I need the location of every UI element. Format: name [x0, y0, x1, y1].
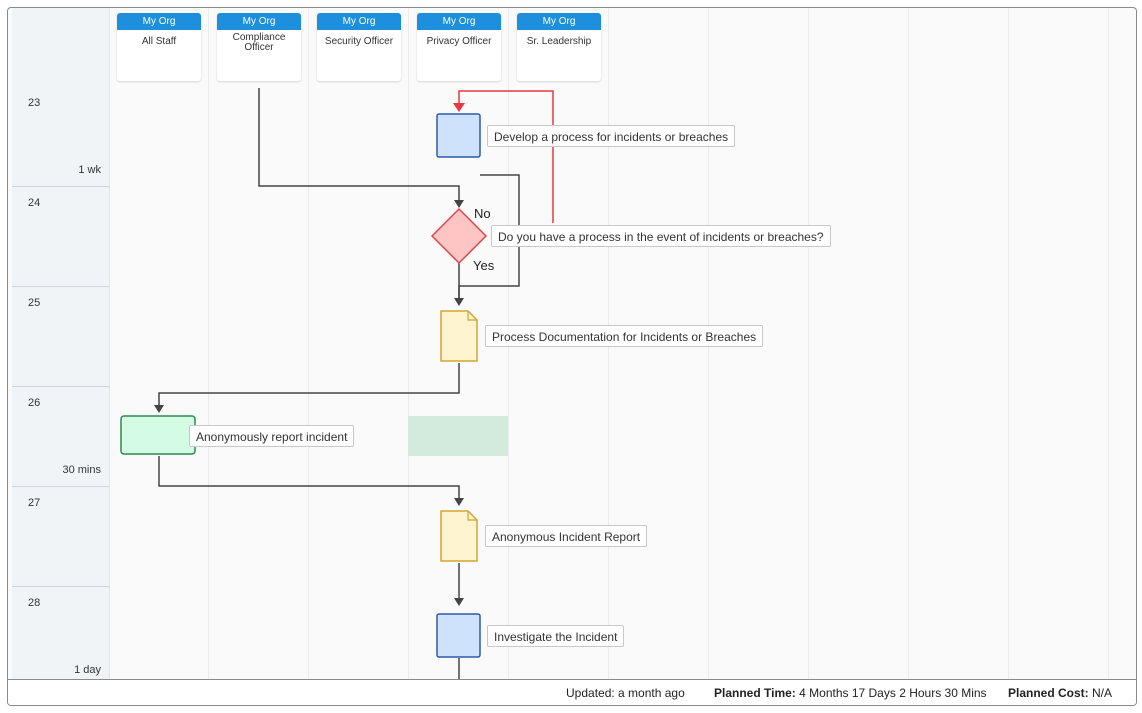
step-number: 24: [28, 197, 41, 209]
connector-no-loop: [458, 90, 554, 223]
document-fold: [467, 311, 477, 321]
node-label-report-incident[interactable]: Anonymously report incident: [189, 425, 355, 447]
step-number: 26: [28, 397, 41, 409]
document-shape-process[interactable]: [440, 310, 478, 362]
lane-name: Sr. Leadership: [526, 36, 592, 47]
lane-name: Privacy Officer: [426, 36, 492, 47]
lane-org-tag: My Org: [317, 13, 401, 30]
node-label-decision[interactable]: Do you have a process in the event of in…: [491, 225, 831, 247]
lane-org-tag: My Org: [117, 13, 201, 30]
step-number: 28: [28, 597, 41, 609]
lane-separator: [308, 8, 309, 682]
lane-separator: [408, 8, 409, 682]
planned-time-value: 4 Months 17 Days 2 Hours 30 Mins: [799, 686, 987, 700]
step-divider: [12, 186, 109, 187]
lane-org-tag: My Org: [417, 13, 501, 30]
planned-time-label: Planned Time:: [714, 686, 796, 700]
planned-cost-value: N/A: [1092, 686, 1113, 700]
lane-separator: [908, 8, 909, 682]
lane-separator: [808, 8, 809, 682]
task-shape-investigate[interactable]: [436, 613, 481, 658]
connector-report-to-incident-doc: [158, 456, 460, 499]
process-map-canvas: 23 1 wk 24 25 26 30 mins 27 28 1 day My: [8, 8, 1136, 682]
highlight-cell: [408, 416, 508, 456]
planned-cost-label: Planned Cost:: [1008, 686, 1089, 700]
lane-separator: [1108, 8, 1109, 682]
updated-text: Updated: a month ago: [566, 686, 685, 700]
lane-org-tag: My Org: [217, 13, 301, 30]
process-map-frame: 23 1 wk 24 25 26 30 mins 27 28 1 day My: [7, 7, 1137, 706]
flow-diagram: [120, 88, 554, 682]
step-divider: [12, 486, 109, 487]
node-label-develop-process[interactable]: Develop a process for incidents or breac…: [487, 125, 736, 147]
decision-diamond[interactable]: [430, 207, 488, 265]
lane-header-compliance-officer[interactable]: My Org Compliance Officer: [217, 13, 301, 81]
arrowhead: [154, 405, 164, 413]
lane-separator: [1008, 8, 1009, 682]
step-column: 23 1 wk 24 25 26 30 mins 27 28 1 day: [12, 8, 110, 682]
node-label-investigate[interactable]: Investigate the Incident: [487, 625, 625, 647]
step-duration: 1 day: [74, 664, 101, 676]
lane-header-sr-leadership[interactable]: My Org Sr. Leadership: [517, 13, 601, 81]
step-number: 23: [28, 97, 41, 109]
node-label-incident-report[interactable]: Anonymous Incident Report: [485, 525, 648, 547]
lane-header-all-staff[interactable]: My Org All Staff: [117, 13, 201, 81]
lane-separator: [208, 8, 209, 682]
task-shape-develop[interactable]: [436, 113, 481, 158]
branch-label-yes: Yes: [473, 258, 495, 273]
step-duration: 30 mins: [62, 464, 101, 476]
arrowhead: [454, 200, 464, 208]
arrowhead: [454, 298, 464, 306]
lane-org-tag: My Org: [517, 13, 601, 30]
lane-header-privacy-officer[interactable]: My Org Privacy Officer: [417, 13, 501, 81]
branch-label-no: No: [474, 206, 491, 221]
step-divider: [12, 386, 109, 387]
document-shape-incident-report[interactable]: [440, 510, 478, 562]
status-bar: Updated: a month ago Planned Time: 4 Mon…: [8, 679, 1136, 705]
lane-name: Compliance Officer: [232, 32, 286, 53]
step-duration: 1 wk: [78, 164, 101, 176]
node-label-process-doc[interactable]: Process Documentation for Incidents or B…: [485, 325, 764, 347]
step-number: 27: [28, 497, 41, 509]
planned-time: Planned Time: 4 Months 17 Days 2 Hours 3…: [714, 686, 987, 700]
planned-cost: Planned Cost: N/A: [1008, 686, 1112, 700]
task-shape-report[interactable]: [120, 415, 196, 455]
step-number: 25: [28, 297, 41, 309]
step-divider: [12, 586, 109, 587]
arrowhead: [454, 598, 464, 606]
arrowhead-red: [453, 103, 465, 112]
connector-doc-to-report: [158, 363, 460, 406]
lane-name: Security Officer: [324, 36, 394, 47]
arrowhead: [454, 498, 464, 506]
document-fold: [467, 511, 477, 521]
step-divider: [12, 286, 109, 287]
lane-name: All Staff: [141, 36, 177, 47]
connector-compliance-to-decision: [258, 88, 460, 201]
lane-header-security-officer[interactable]: My Org Security Officer: [317, 13, 401, 81]
